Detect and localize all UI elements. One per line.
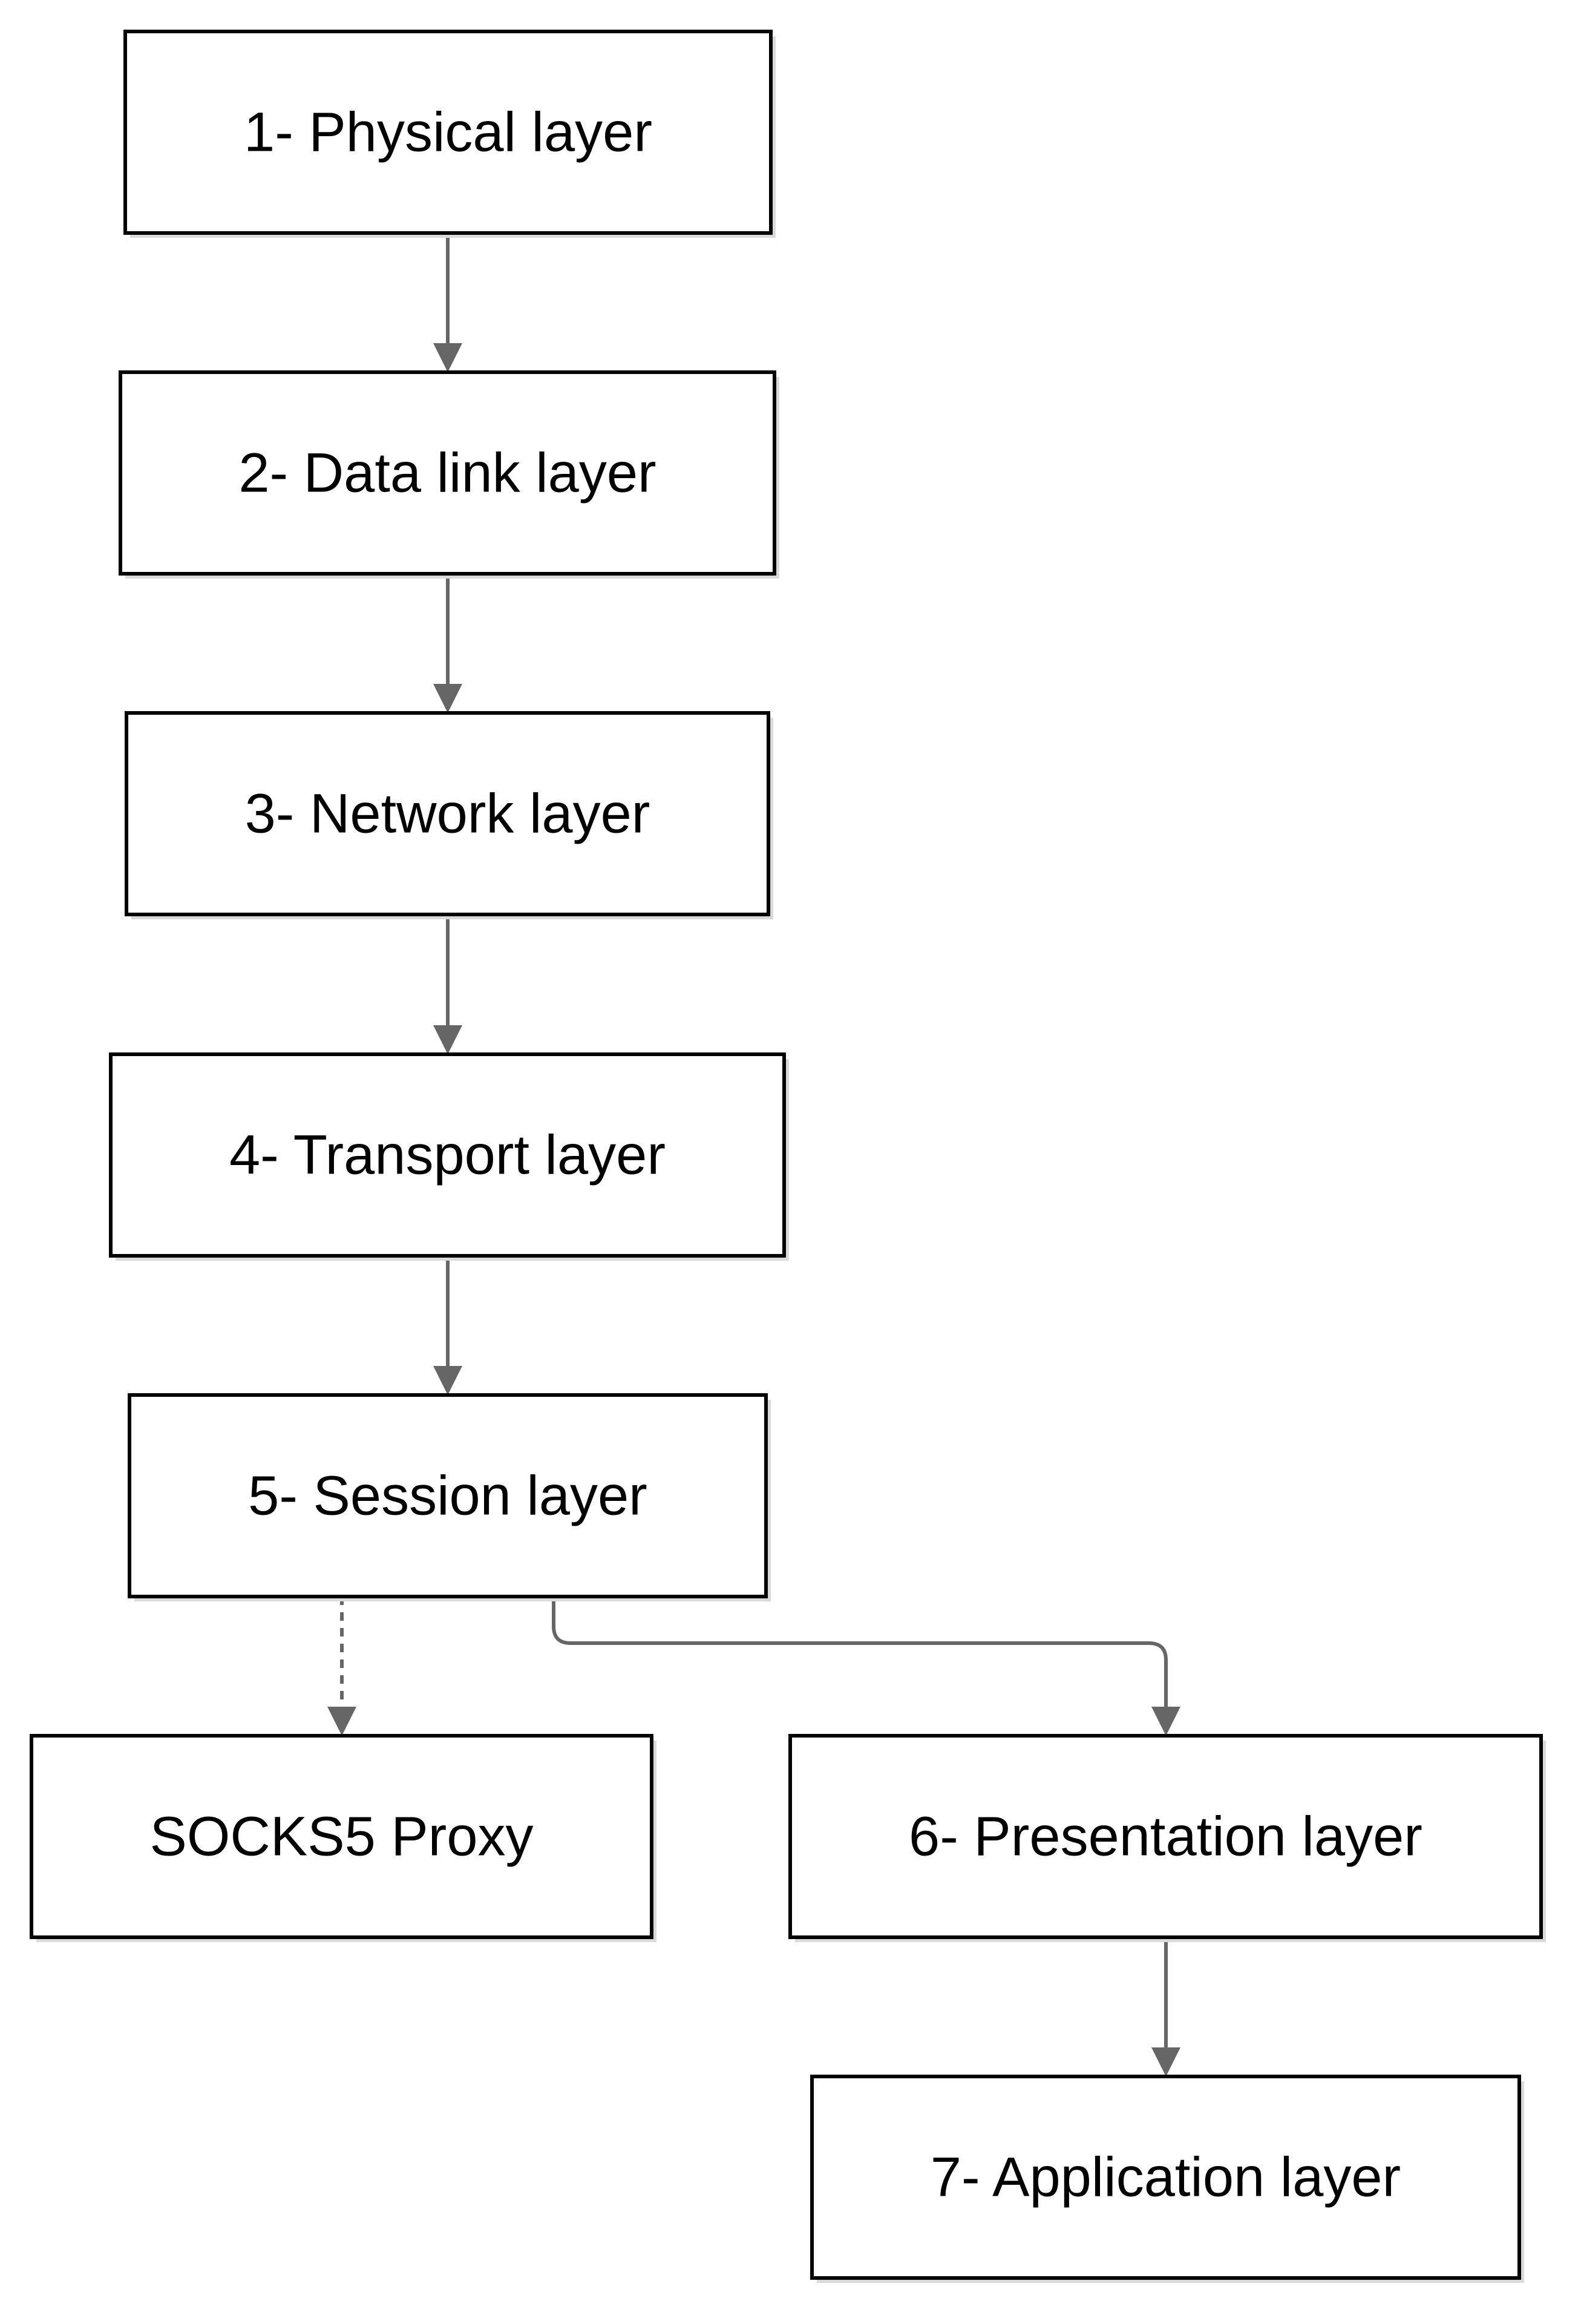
node-socks5: SOCKS5 Proxy <box>30 1734 656 1942</box>
edge-transport-to-session <box>433 1256 462 1395</box>
edge-physical-to-datalink <box>433 233 462 372</box>
node-session: 5- Session layer <box>128 1393 771 1601</box>
edge-datalink-to-network <box>433 574 462 713</box>
node-box <box>119 370 776 576</box>
nodes-layer: 1- Physical layer 2- Data link layer 3- Ne… <box>30 30 1546 2283</box>
node-label: 5- Session layer <box>248 1465 647 1527</box>
node-label: 1- Physical layer <box>244 102 652 163</box>
node-box <box>123 30 773 235</box>
node-presentation: 6- Presentation layer <box>788 1734 1546 1942</box>
edge-network-to-transport <box>433 914 462 1054</box>
node-label: 3- Network layer <box>245 783 650 845</box>
edges-layer <box>327 233 1180 2076</box>
node-box <box>810 2075 1521 2280</box>
node-box <box>109 1052 786 1258</box>
node-physical: 1- Physical layer <box>123 30 776 238</box>
node-label: 2- Data link layer <box>238 442 656 504</box>
node-transport: 4- Transport layer <box>109 1052 789 1261</box>
edge-presentation-to-application <box>1151 1937 1180 2076</box>
edge-session-to-presentation <box>552 1597 1180 1736</box>
node-label: 7- Application layer <box>931 2147 1401 2208</box>
arrow-head-icon <box>1151 1707 1180 1736</box>
arrow-head-icon <box>433 343 462 372</box>
arrow-head-icon <box>433 684 462 713</box>
node-label: 4- Transport layer <box>229 1124 666 1186</box>
node-network: 3- Network layer <box>125 711 773 919</box>
node-box <box>30 1734 653 1939</box>
node-box <box>128 1393 768 1598</box>
edge-line <box>552 1597 1168 1707</box>
node-label: SOCKS5 Proxy <box>150 1806 534 1868</box>
node-application: 7- Application layer <box>810 2075 1524 2283</box>
edge-session-to-socks5 <box>327 1597 356 1736</box>
node-box <box>788 1734 1543 1939</box>
arrow-head-icon <box>433 1366 462 1395</box>
arrow-head-icon <box>433 1025 462 1054</box>
node-label: 6- Presentation layer <box>909 1806 1422 1868</box>
arrow-head-icon <box>1151 2047 1180 2076</box>
arrow-head-icon <box>327 1707 356 1736</box>
node-box <box>125 711 770 916</box>
node-datalink: 2- Data link layer <box>119 370 779 579</box>
